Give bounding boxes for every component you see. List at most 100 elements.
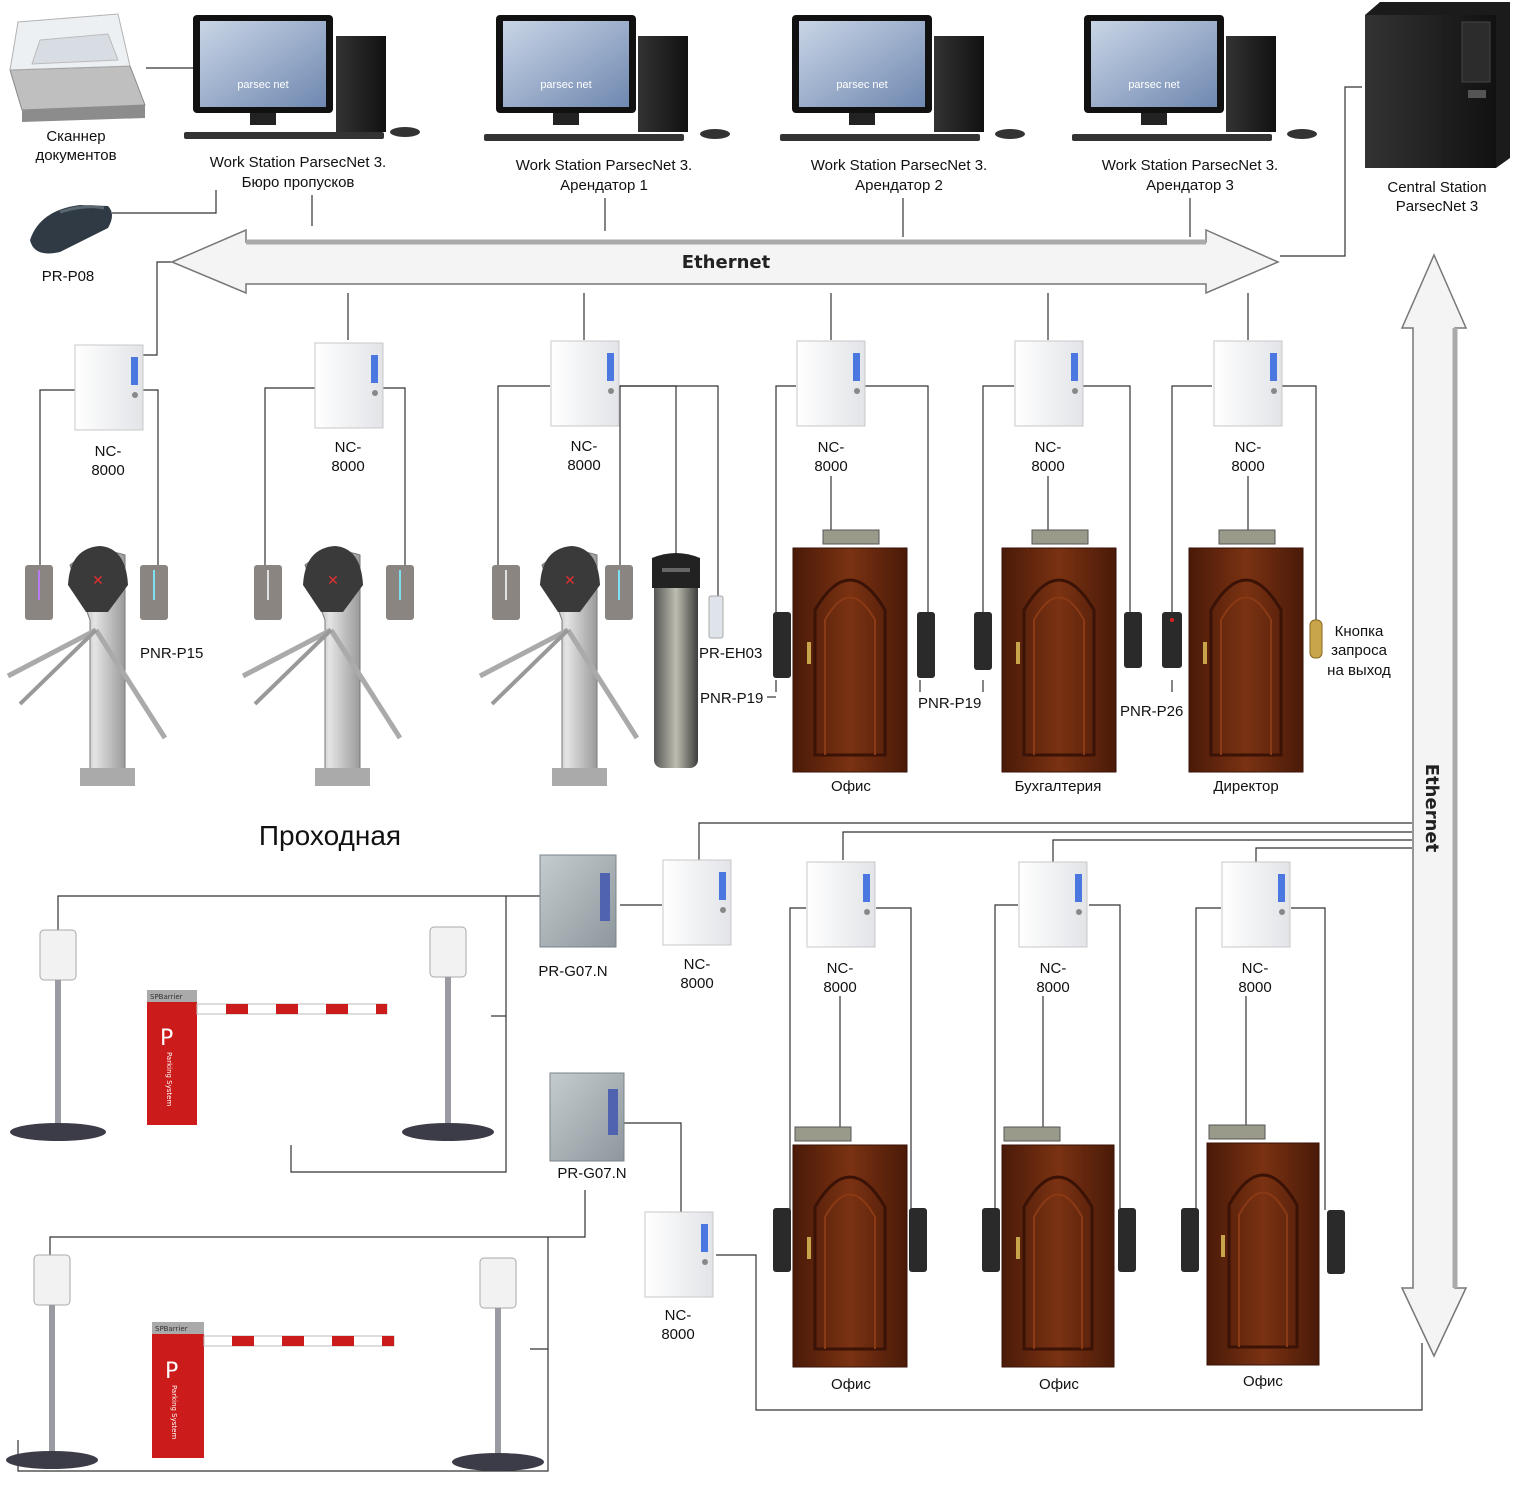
pr-g07n-label: PR-G07.N (538, 963, 607, 980)
ws2-label-line2: Арендатор 1 (560, 177, 648, 194)
office-doors-row-1 (773, 529, 1323, 773)
ws1-label-line1: Work Station ParsecNet 3. (210, 154, 386, 171)
nc8000-label: 8000 (1231, 458, 1264, 475)
pr-p08-label: PR-P08 (42, 268, 95, 285)
controller-labels-lower: NC- 8000 NC- 8000 NC- 8000 NC- 8000 NC- … (661, 956, 1271, 1343)
exit-button-label-line3: на выход (1327, 662, 1391, 679)
pr-eh03-label: PR-EH03 (699, 645, 762, 662)
parking-lane-1: SPBarrier P Parking System (10, 926, 494, 1141)
nc8000-controller (1213, 340, 1283, 427)
exit-button-label-line1: Кнопка (1335, 623, 1384, 640)
nc8000-label: NC- (95, 443, 122, 460)
door (792, 1126, 908, 1368)
nc8000-label: NC- (818, 439, 845, 456)
parking-gate-modules (539, 854, 625, 1162)
central-station-server (1365, 2, 1510, 168)
workstation-4: parsec net (1072, 15, 1317, 141)
door-label-director: Директор (1213, 778, 1278, 795)
tripod-turnstile: ✕ (6, 546, 168, 786)
ws4-label-line1: Work Station ParsecNet 3. (1102, 157, 1278, 174)
nc8000-label: 8000 (823, 979, 856, 996)
ws1-label-line2: Бюро пропусков (242, 174, 355, 191)
nc8000-label: NC- (571, 438, 598, 455)
barrier-caption: Parking System (170, 1385, 178, 1439)
ws2-label-line1: Work Station ParsecNet 3. (516, 157, 692, 174)
controllers-lower (644, 859, 1291, 1298)
controllers-row-1 (74, 340, 1283, 431)
door-label-office: Офис (831, 778, 871, 795)
nc8000-controller (806, 861, 876, 948)
door (1001, 529, 1117, 773)
pnr-p26-label: PNR-P26 (1120, 703, 1183, 720)
door (1188, 529, 1304, 773)
barrier-brand: SPBarrier (155, 1325, 188, 1333)
nc8000-label: 8000 (680, 975, 713, 992)
door (792, 529, 908, 773)
door-label-accounting: Бухгалтерия (1015, 778, 1102, 795)
nc8000-controller (74, 344, 144, 431)
nc8000-label: 8000 (814, 458, 847, 475)
ethernet-vertical-label: Ethernet (1421, 764, 1442, 853)
pr-eh03-reader (708, 595, 724, 639)
nc8000-label: NC- (665, 1307, 692, 1324)
ws3-label-line2: Арендатор 2 (855, 177, 943, 194)
pnr-p15-label: PNR-P15 (140, 645, 203, 662)
ws3-label-line1: Work Station ParsecNet 3. (811, 157, 987, 174)
document-scanner (9, 13, 146, 122)
nc8000-controller (1018, 861, 1088, 948)
uhf-reader-stand (10, 929, 106, 1141)
svg-text:✕: ✕ (327, 573, 339, 589)
nc8000-label: 8000 (91, 462, 124, 479)
pr-p08-desktop-reader (30, 205, 112, 254)
ethernet-vertical-arrow: Ethernet (1400, 253, 1468, 1358)
pr-g07n-module (539, 854, 617, 948)
pnr-p19-label: PNR-P19 (918, 695, 981, 712)
parsecnet-logo: parsec net (237, 79, 288, 91)
nc8000-label: 8000 (1036, 979, 1069, 996)
nc8000-label: NC- (335, 439, 362, 456)
door (1001, 1126, 1115, 1368)
barrier-p-mark: P (160, 1026, 173, 1051)
workstation-3: parsec net (780, 15, 1025, 141)
pr-g07n-label: PR-G07.N (557, 1165, 626, 1182)
ws4-label-line2: Арендатор 3 (1146, 177, 1234, 194)
tripod-turnstile: ✕ (478, 546, 640, 786)
nc8000-label: 8000 (1031, 458, 1064, 475)
ethernet-horizontal-arrow: Ethernet (170, 228, 1280, 295)
turnstile-zone: ✕ ✕ ✕ (6, 546, 724, 786)
parking-barrier: SPBarrier P Parking System (147, 990, 388, 1125)
nc8000-label: 8000 (331, 458, 364, 475)
controller-labels-row-1: NC- 8000 NC- 8000 NC- 8000 NC- 8000 NC- … (91, 438, 1264, 479)
svg-text:✕: ✕ (92, 573, 104, 589)
nc8000-label: NC- (827, 960, 854, 977)
pnr-p19-label: PNR-P19 (700, 690, 763, 707)
network-wires (17, 67, 1423, 1472)
barrier-p-mark: P (165, 1359, 178, 1384)
parsecnet-logo: parsec net (836, 79, 887, 91)
door-label-office: Офис (1243, 1373, 1283, 1390)
svg-text:✕: ✕ (564, 573, 576, 589)
workstation-1: parsec net (184, 15, 420, 139)
parsecnet-logo: parsec net (1128, 79, 1179, 91)
nc8000-controller (550, 340, 620, 427)
uhf-reader-stand (6, 1254, 98, 1469)
nc8000-label: NC- (1242, 960, 1269, 977)
parking-barrier: SPBarrier P Parking System (152, 1322, 395, 1458)
card-collector-pillar (652, 553, 700, 768)
parsecnet-logo: parsec net (540, 79, 591, 91)
scanner-label-line1: Сканнер (46, 128, 105, 145)
workstation-2: parsec net (484, 15, 730, 141)
nc8000-controller (314, 342, 384, 429)
nc8000-controller (662, 859, 732, 946)
nc8000-controller (1221, 861, 1291, 948)
door-label-office: Офис (831, 1376, 871, 1393)
nc8000-controller (644, 1211, 714, 1298)
nc8000-label: 8000 (661, 1326, 694, 1343)
nc8000-label: NC- (684, 956, 711, 973)
checkpoint-title: Проходная (259, 820, 401, 851)
nc8000-label: 8000 (567, 457, 600, 474)
scanner-label-line2: документов (35, 147, 116, 164)
parking-lane-2: SPBarrier P Parking System (6, 1254, 544, 1471)
nc8000-label: NC- (1040, 960, 1067, 977)
